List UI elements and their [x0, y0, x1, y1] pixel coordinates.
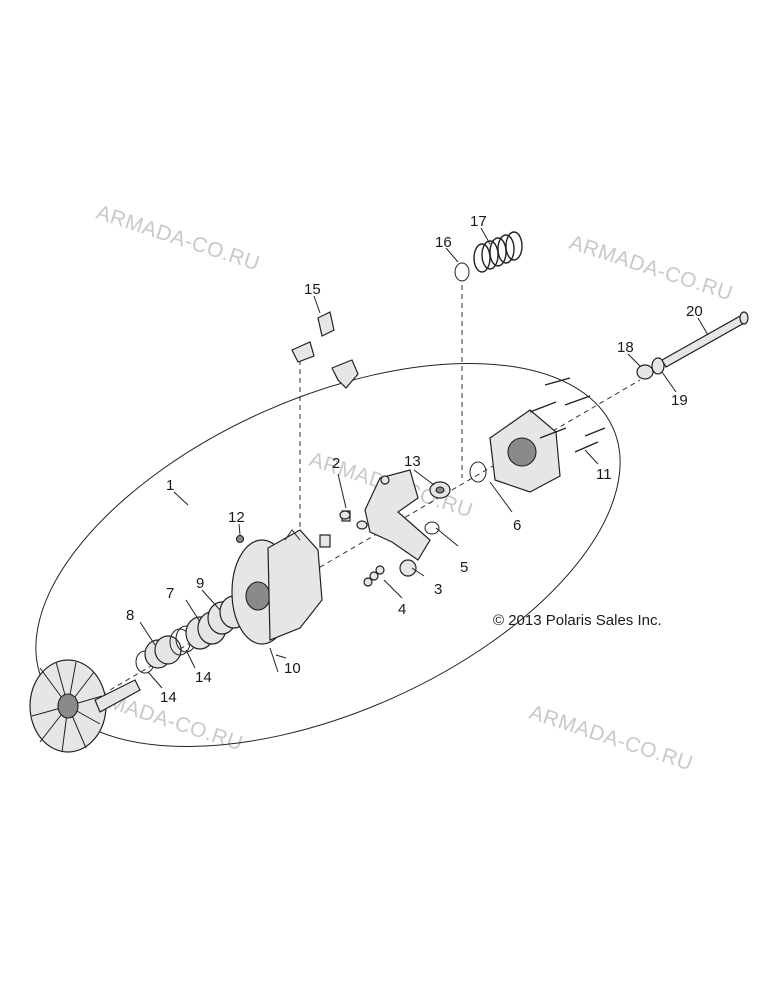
nut-13 [429, 481, 451, 499]
callout-10: 10 [284, 660, 301, 677]
callout-13: 13 [404, 453, 421, 470]
spider [364, 469, 440, 577]
callout-19: 19 [671, 392, 688, 409]
callout-labels: 1 2 3 4 5 6 7 8 9 10 11 12 13 14 14 15 1… [126, 213, 703, 706]
callout-11: 11 [596, 466, 612, 483]
copyright-text: © 2013 Polaris Sales Inc. [493, 612, 662, 629]
watermark-5: ARMADA-CO.RU [526, 701, 695, 776]
callout-18: 18 [617, 339, 634, 356]
bolts-11 [529, 377, 606, 453]
callout-7: 7 [166, 585, 174, 602]
cover-6 [469, 409, 561, 493]
callout-1: 1 [166, 477, 174, 494]
washer-18 [636, 364, 654, 380]
bushing-8 [144, 635, 182, 669]
bolt-20 [661, 311, 749, 368]
weights-2 [319, 510, 368, 548]
callout-5: 5 [460, 559, 468, 576]
callout-8: 8 [126, 607, 134, 624]
callout-2: 2 [332, 455, 340, 472]
leader-lines [139, 227, 709, 689]
washer-19 [651, 357, 665, 375]
watermark-1: ARMADA-CO.RU [93, 201, 262, 276]
ring-16 [454, 262, 470, 282]
spring-17 [473, 231, 523, 273]
watermark-2: ARMADA-CO.RU [566, 231, 735, 306]
callout-12: 12 [228, 509, 245, 526]
rollers-4 [363, 565, 385, 587]
fan-sheave [29, 659, 141, 753]
callout-16: 16 [435, 234, 452, 251]
callout-14b: 14 [160, 689, 177, 706]
callout-14a: 14 [195, 669, 212, 686]
callout-4: 4 [398, 601, 406, 618]
callout-15: 15 [304, 281, 321, 298]
moveable-sheave [231, 529, 323, 673]
callout-17: 17 [470, 213, 487, 230]
callout-3: 3 [434, 581, 442, 598]
callout-9: 9 [196, 575, 204, 592]
callout-6: 6 [513, 517, 521, 534]
small-part-12 [235, 534, 245, 544]
callout-20: 20 [686, 303, 703, 320]
weights-15 [291, 311, 359, 389]
